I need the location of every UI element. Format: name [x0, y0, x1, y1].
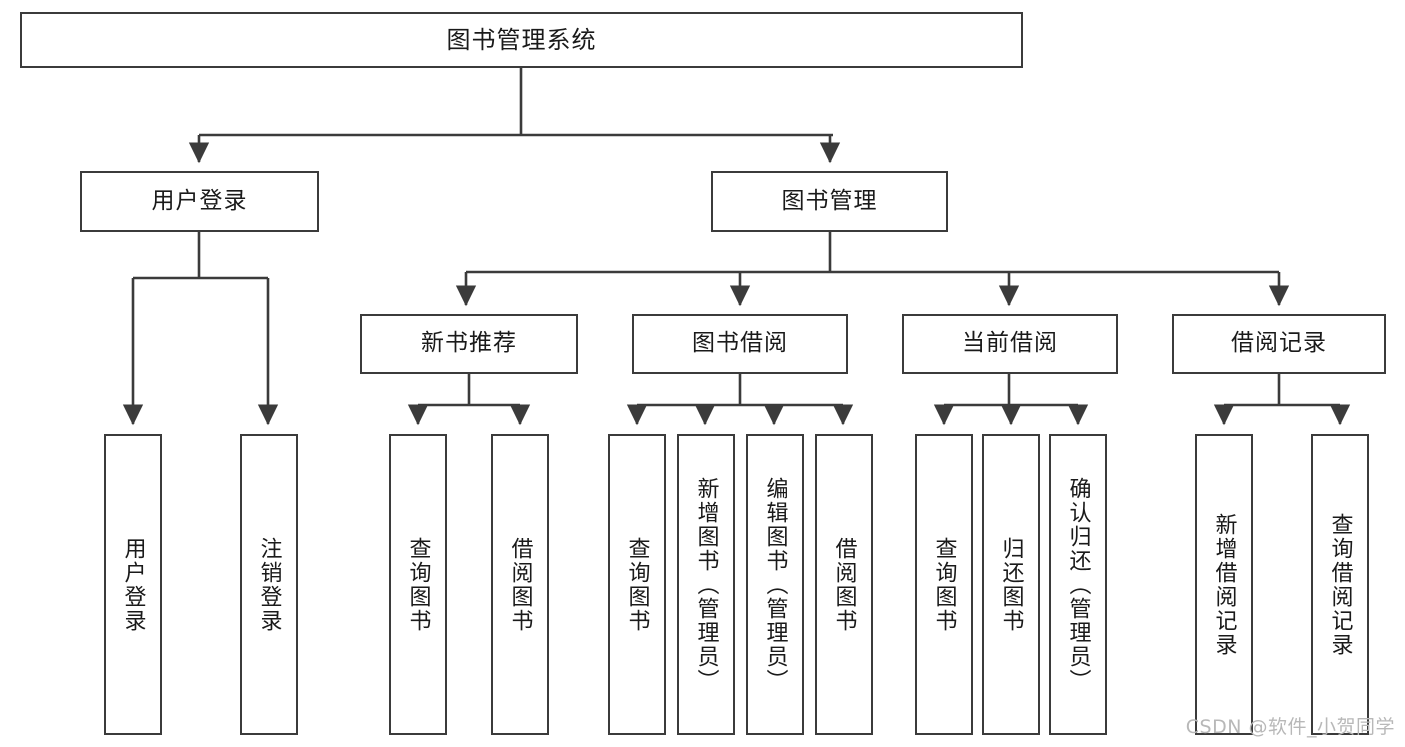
leaf-current-borrow-query-label: 查询图书: [931, 536, 957, 633]
leaf-book-borrow-borrow-label: 借阅图书: [831, 536, 857, 633]
node-book-borrow[interactable]: 图书借阅: [632, 314, 848, 374]
leaf-current-borrow-confirm-label: 确认归还（管理员）: [1065, 476, 1091, 693]
leaf-book-borrow-query[interactable]: 查询图书: [608, 434, 666, 735]
leaf-borrow-record-add[interactable]: 新增借阅记录: [1195, 434, 1253, 735]
leaf-current-borrow-query[interactable]: 查询图书: [915, 434, 973, 735]
node-user-login[interactable]: 用户登录: [80, 171, 319, 232]
node-book-management[interactable]: 图书管理: [711, 171, 948, 232]
watermark-text: CSDN @软件_小贺同学: [1185, 716, 1395, 738]
node-root-system[interactable]: 图书管理系统: [20, 12, 1023, 68]
node-borrow-record-label: 借阅记录: [1231, 330, 1327, 357]
leaf-current-borrow-return[interactable]: 归还图书: [982, 434, 1040, 735]
node-book-borrow-label: 图书借阅: [692, 330, 788, 357]
leaf-current-borrow-confirm[interactable]: 确认归还（管理员）: [1049, 434, 1107, 735]
leaf-new-book-query-label: 查询图书: [405, 536, 431, 633]
leaf-new-book-query[interactable]: 查询图书: [389, 434, 447, 735]
node-new-book-recommend[interactable]: 新书推荐: [360, 314, 578, 374]
leaf-new-book-borrow[interactable]: 借阅图书: [491, 434, 549, 735]
node-borrow-record[interactable]: 借阅记录: [1172, 314, 1386, 374]
node-current-borrow-label: 当前借阅: [962, 330, 1058, 357]
leaf-user-login-signout[interactable]: 注销登录: [240, 434, 298, 735]
leaf-user-login-signin-label: 用户登录: [120, 536, 146, 633]
leaf-book-borrow-add[interactable]: 新增图书（管理员）: [677, 434, 735, 735]
leaf-current-borrow-return-label: 归还图书: [998, 536, 1024, 633]
leaf-borrow-record-add-label: 新增借阅记录: [1211, 512, 1237, 657]
leaf-user-login-signin[interactable]: 用户登录: [104, 434, 162, 735]
node-root-system-label: 图书管理系统: [446, 25, 597, 54]
leaf-book-borrow-add-label: 新增图书（管理员）: [693, 476, 719, 693]
node-current-borrow[interactable]: 当前借阅: [902, 314, 1118, 374]
leaf-book-borrow-edit-label: 编辑图书（管理员）: [762, 476, 788, 693]
leaf-borrow-record-query-label: 查询借阅记录: [1327, 512, 1353, 657]
node-book-management-label: 图书管理: [781, 187, 878, 214]
node-user-login-label: 用户登录: [151, 187, 248, 214]
node-new-book-recommend-label: 新书推荐: [421, 330, 517, 357]
leaf-book-borrow-borrow[interactable]: 借阅图书: [815, 434, 873, 735]
leaf-book-borrow-query-label: 查询图书: [624, 536, 650, 633]
leaf-user-login-signout-label: 注销登录: [256, 536, 282, 633]
leaf-borrow-record-query[interactable]: 查询借阅记录: [1311, 434, 1369, 735]
leaf-new-book-borrow-label: 借阅图书: [507, 536, 533, 633]
leaf-book-borrow-edit[interactable]: 编辑图书（管理员）: [746, 434, 804, 735]
